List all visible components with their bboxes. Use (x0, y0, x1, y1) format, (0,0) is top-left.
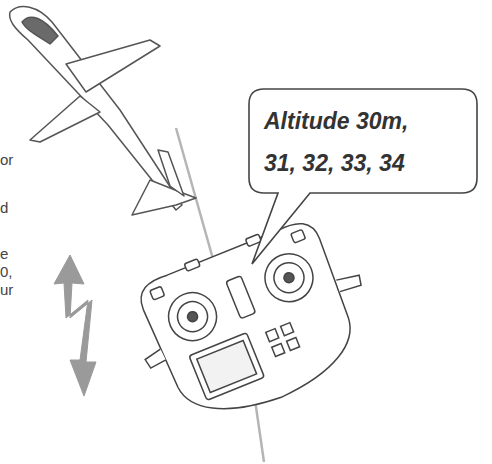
text-fragment: or (0, 151, 13, 168)
radio-link-arrow (54, 255, 96, 396)
glider-illustration (10, 7, 196, 215)
transmitter-illustration (117, 205, 390, 440)
text-fragment: d (0, 199, 8, 216)
text-fragment: 0, (0, 263, 13, 280)
text-fragment: ur (0, 281, 13, 298)
antenna-line (255, 400, 264, 462)
bubble-shape (249, 89, 477, 264)
bubble-outline (248, 88, 478, 194)
text-fragment: e (0, 245, 8, 262)
speech-bubble: Altitude 30m, 31, 32, 33, 34 (248, 88, 478, 194)
speech-text: Altitude 30m, 31, 32, 33, 34 (264, 100, 429, 184)
